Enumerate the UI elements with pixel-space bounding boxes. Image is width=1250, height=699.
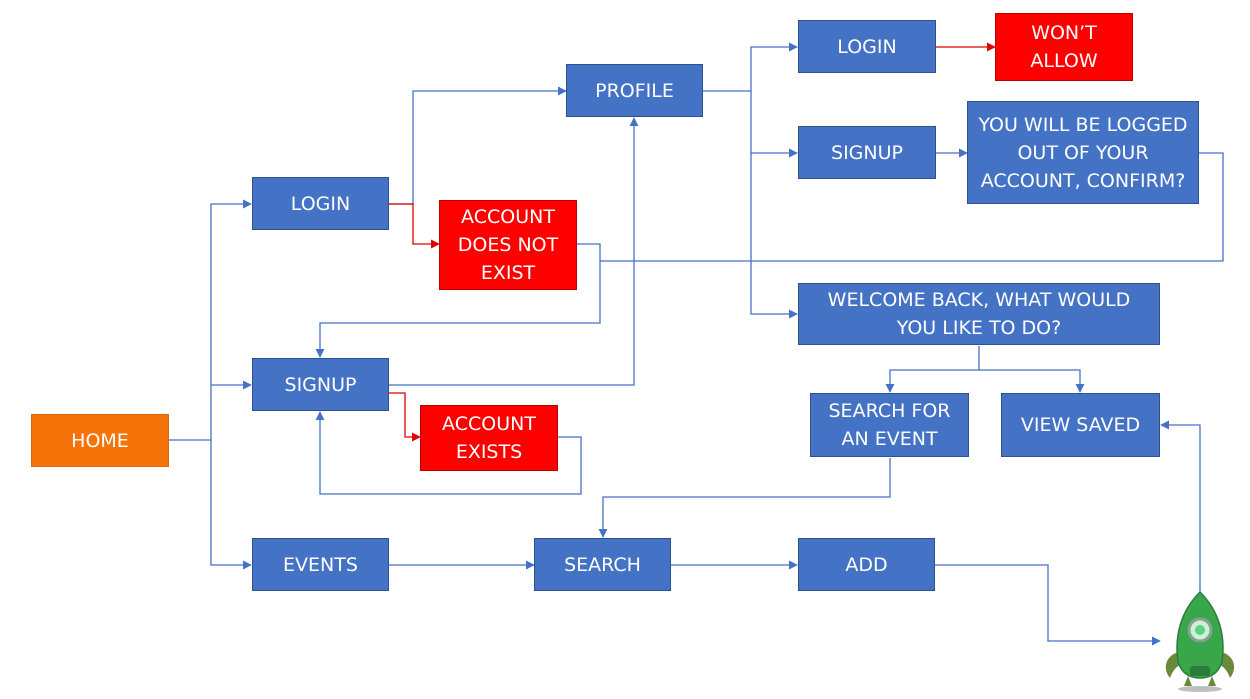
welcome-back-label: WELCOME BACK, WHAT WOULD YOU LIKE TO DO? (827, 289, 1131, 339)
connector-add-mascot (935, 564, 1161, 646)
wont-allow-node: WON’T ALLOW (995, 13, 1133, 81)
connector-welcome-saved (979, 369, 1085, 393)
events-node: EVENTS (252, 538, 389, 591)
profile-signup-node: SIGNUP (798, 126, 936, 179)
home-node: HOME (31, 414, 169, 467)
account-exists-label: ACCOUNT EXISTS (442, 413, 536, 463)
connector-signup-profile (389, 117, 639, 386)
login-node: LOGIN (252, 177, 389, 230)
login-node-label: LOGIN (290, 192, 351, 215)
profile-login-label: LOGIN (837, 35, 897, 58)
connector-login-profile (389, 86, 567, 205)
connector-profile-signup (750, 91, 798, 158)
profile-node-label: PROFILE (595, 79, 674, 102)
logout-confirm-label: YOU WILL BE LOGGED OUT OF YOUR ACCOUNT, … (978, 113, 1188, 192)
home-node-label: HOME (71, 429, 129, 452)
green-rocket-robot-icon (1165, 590, 1235, 692)
connector-home-trunk (169, 199, 252, 441)
connector-notexist-signup (315, 243, 601, 358)
profile-login-node: LOGIN (798, 20, 936, 73)
connector-home-events (210, 440, 252, 570)
connector-confirm-return (600, 152, 1224, 262)
welcome-back-node: WELCOME BACK, WHAT WOULD YOU LIKE TO DO? (798, 283, 1160, 345)
search-node: SEARCH (534, 538, 671, 591)
account-exists-node: ACCOUNT EXISTS (420, 405, 558, 471)
signup-node: SIGNUP (252, 358, 389, 411)
connector-signup-exists (389, 392, 421, 442)
events-node-label: EVENTS (283, 553, 358, 576)
connector-exists-signup (315, 411, 582, 495)
add-node: ADD (798, 538, 935, 591)
account-not-exist-node: ACCOUNT DOES NOT EXIST (439, 200, 577, 290)
view-saved-node: VIEW SAVED (1001, 393, 1160, 457)
connector-searchevent-search (598, 458, 891, 538)
connector-mascot-saved (1160, 420, 1201, 592)
connector-profile-welcome (750, 153, 798, 319)
search-event-label: SEARCH FOR AN EVENT (828, 400, 951, 450)
add-node-label: ADD (845, 553, 888, 576)
connector-profile-trunk (703, 42, 798, 92)
profile-signup-label: SIGNUP (831, 141, 903, 164)
search-event-node: SEARCH FOR AN EVENT (810, 393, 969, 457)
profile-node: PROFILE (566, 64, 703, 117)
connector-login-notexist (389, 203, 440, 249)
wont-allow-label: WON’T ALLOW (1030, 22, 1098, 72)
account-not-exist-label: ACCOUNT DOES NOT EXIST (457, 206, 559, 284)
search-node-label: SEARCH (564, 553, 641, 576)
connector-welcome-search (885, 346, 980, 393)
signup-node-label: SIGNUP (284, 373, 357, 396)
logout-confirm-node: YOU WILL BE LOGGED OUT OF YOUR ACCOUNT, … (967, 101, 1199, 204)
view-saved-label: VIEW SAVED (1020, 414, 1141, 436)
